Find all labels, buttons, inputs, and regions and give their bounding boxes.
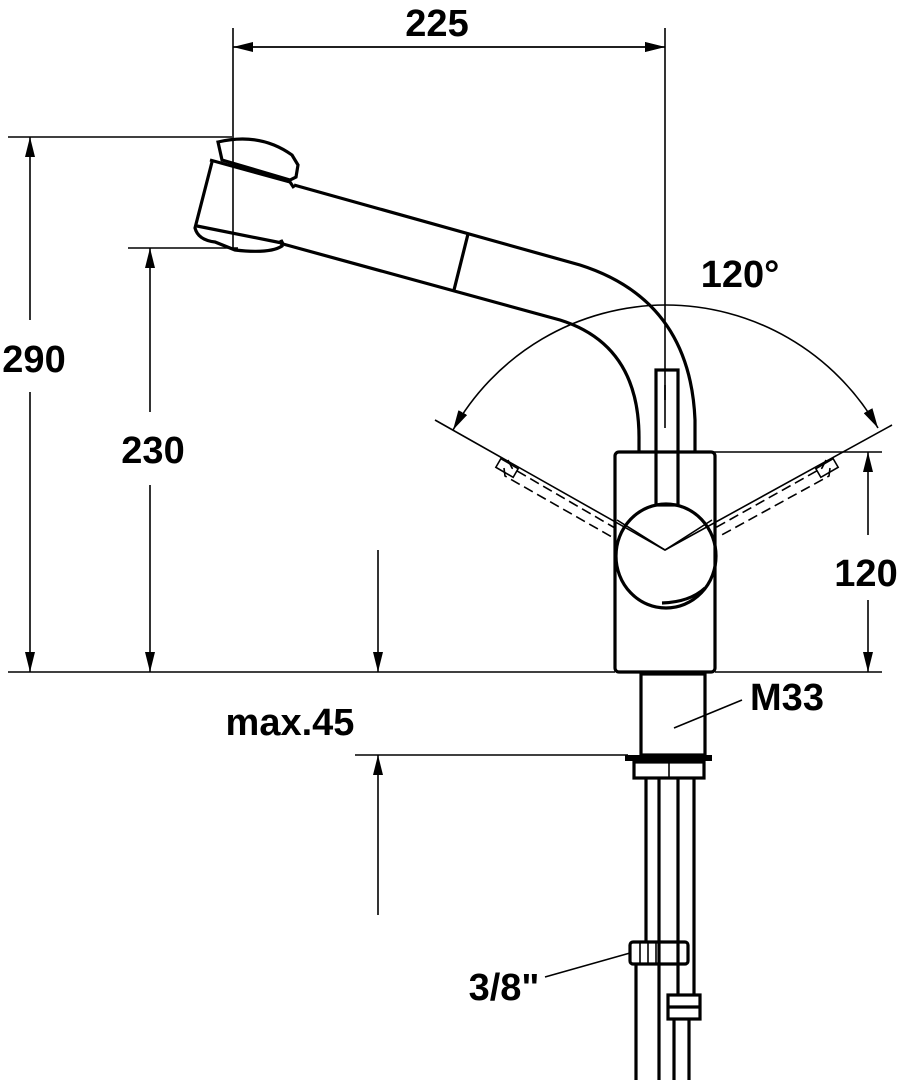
dimension-225: [232, 28, 666, 400]
spray-head: [193, 137, 300, 253]
dimension-label-230: 230: [121, 430, 184, 472]
lever-handle: [654, 368, 680, 507]
angle-label-120: 120°: [701, 254, 780, 296]
lever-alt-positions: [494, 457, 840, 538]
dimension-label-290: 290: [2, 339, 65, 381]
dimension-max45: [355, 550, 628, 915]
dimension-label-120: 120: [834, 553, 897, 595]
dimension-230: [128, 247, 238, 672]
dimension-label-225: 225: [405, 3, 468, 45]
faucet-body: [613, 450, 718, 674]
connection-label: 3/8": [469, 967, 540, 1009]
thread-label: M33: [750, 677, 824, 719]
swing-angle-arc: [434, 304, 893, 551]
faucet-spout: [282, 183, 697, 453]
shank-and-hoses: [625, 672, 712, 1080]
dimension-120: [690, 451, 882, 672]
dimension-label-max45: max.45: [226, 702, 355, 744]
dimension-290: [8, 136, 232, 672]
